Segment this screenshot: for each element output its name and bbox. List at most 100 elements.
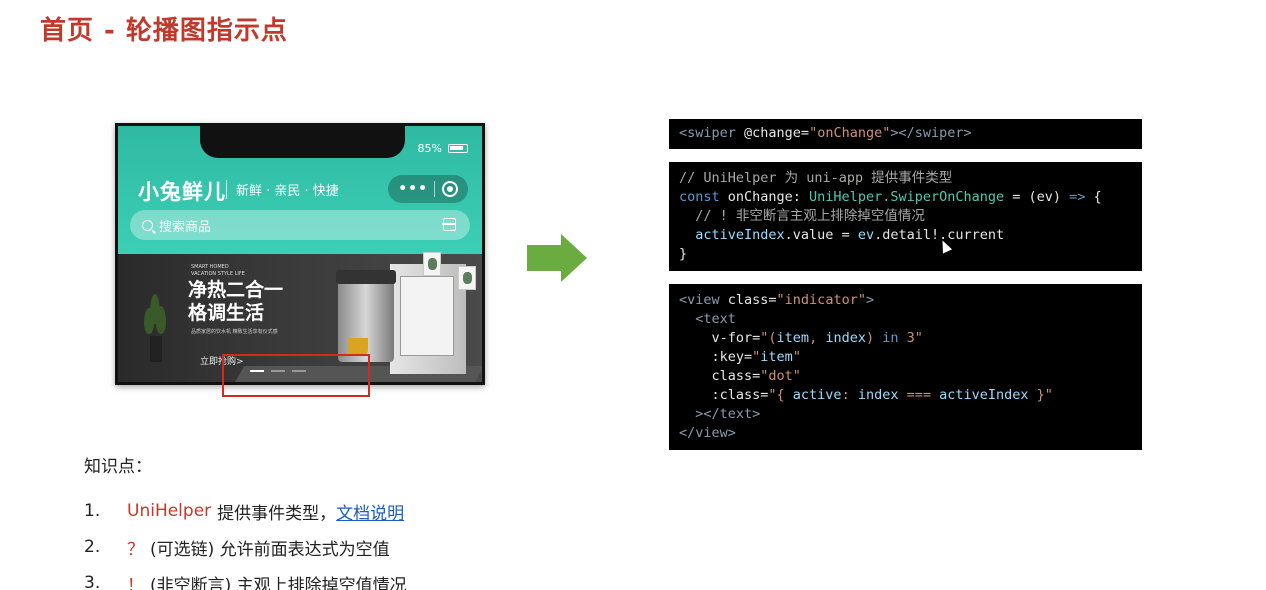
code-token: <swiper <box>679 125 736 141</box>
code-token: class= <box>719 292 777 308</box>
code-line: // ! 非空断言主观上排除掉空值情况 <box>679 208 925 224</box>
phone-screenshot: 85% 小兔鲜儿 新鲜 · 亲民 · 快捷 ••• 搜索商品 SMART HOM… <box>115 123 485 385</box>
wall-picture <box>458 266 476 290</box>
code-token: "( <box>760 330 777 346</box>
code-token: .detail!.current <box>874 227 1005 243</box>
carousel-indicator <box>250 370 306 372</box>
code-token: const <box>679 189 720 205</box>
code-line: } <box>679 246 688 262</box>
status-bar-battery: 85% <box>418 142 468 155</box>
code-token: index <box>857 387 899 403</box>
knowledge-item: 2. ？ (可选链) 允许前面表达式为空值 <box>84 529 407 565</box>
code-token: "dot" <box>760 368 801 384</box>
code-line: <text <box>679 311 736 327</box>
code-token: active <box>792 387 842 403</box>
code-token: @change= <box>735 125 810 141</box>
code-token: onChange: <box>719 189 810 205</box>
banner-headline-line1: 净热二合一 <box>188 279 284 301</box>
slide-title: 首页 - 轮播图指示点 <box>40 16 288 46</box>
plant-pot <box>150 336 162 362</box>
code-token: ) <box>865 330 883 346</box>
arrow-head <box>561 234 587 282</box>
item-number: 1. <box>84 501 101 521</box>
banner-small-text: SMART HOMED VACATION STYLE LIFE <box>191 264 245 277</box>
scan-icon[interactable] <box>442 218 456 231</box>
code-token: in <box>882 330 899 346</box>
banner-subtext: 品质家居的饮水机 精致生活享有仪式感 <box>191 329 278 335</box>
banner-headline: 净热二合一 格调生活 <box>188 279 308 325</box>
code-block-swiper: <swiper @change="onChange"></swiper> <box>669 119 1142 149</box>
code-token: , <box>809 330 826 346</box>
indicator-dot[interactable] <box>292 370 306 372</box>
battery-icon <box>448 144 468 153</box>
more-icon[interactable]: ••• <box>398 181 429 197</box>
indicator-highlight-box <box>222 354 370 397</box>
code-token: index <box>825 330 866 346</box>
knowledge-title: 知识点： <box>84 457 152 477</box>
code-line: class="dot" <box>679 367 1132 386</box>
knowledge-item: 1. UniHelper 提供事件类型， 文档说明 <box>84 493 407 529</box>
banner-buy-link[interactable]: 立即抢购> <box>200 357 244 367</box>
code-line: :key="item" <box>679 348 1132 367</box>
code-token: 3" <box>898 330 923 346</box>
code-token: UniHelper.SwiperOnChange <box>809 189 1005 205</box>
code-line: <view class="indicator"> <box>679 291 1132 310</box>
code-token: :key= <box>679 349 753 365</box>
code-line: :class="{ active: index === activeIndex … <box>679 386 1132 405</box>
code-token: ev <box>857 227 875 243</box>
battery-percent: 85% <box>417 142 442 155</box>
item-highlight: UniHelper <box>127 501 212 521</box>
water-machine-top <box>336 270 396 284</box>
code-token: activeIndex <box>679 227 785 243</box>
code-token: item <box>776 330 810 346</box>
code-token: :class= <box>679 387 769 403</box>
code-line: <swiper @change="onChange"></swiper> <box>679 124 1132 143</box>
appliance-door <box>400 276 454 356</box>
code-line: v-for="(item, index) in 3" <box>679 329 1132 348</box>
code-line: ></text> <box>679 406 761 422</box>
code-block-indicator: <view class="indicator"> <text v-for="(i… <box>669 284 1142 450</box>
code-token: " <box>792 349 801 365</box>
item-text: (可选链) 允许前面表达式为空值 <box>150 539 390 560</box>
plant-leaf <box>150 294 160 324</box>
code-line: const onChange: UniHelper.SwiperOnChange… <box>679 188 1132 207</box>
code-token: ></swiper> <box>890 125 972 141</box>
indicator-dot[interactable] <box>250 370 264 372</box>
indicator-dot[interactable] <box>271 370 285 372</box>
plant-decoration <box>144 294 168 364</box>
search-input[interactable]: 搜索商品 <box>130 210 470 240</box>
code-token: === <box>898 387 940 403</box>
search-icon <box>142 219 153 231</box>
banner-headline-line2: 格调生活 <box>188 302 265 324</box>
knowledge-points: 知识点： 1. UniHelper 提供事件类型， 文档说明 2. ？ (可选链… <box>84 452 407 590</box>
code-token: v-for= <box>679 330 761 346</box>
code-token: class= <box>679 368 761 384</box>
code-token: " <box>752 349 761 365</box>
arrow-shaft <box>527 245 561 271</box>
code-token: }" <box>1028 387 1053 403</box>
code-token: : <box>841 387 858 403</box>
code-token: = (ev) <box>1004 189 1070 205</box>
app-slogan: 新鲜 · 亲民 · 快捷 <box>226 180 339 199</box>
item-highlight: ！ <box>127 575 144 590</box>
code-line: </view> <box>679 425 736 441</box>
carousel-banner[interactable]: SMART HOMED VACATION STYLE LIFE 净热二合一 格调… <box>118 252 482 382</box>
miniprogram-capsule[interactable]: ••• <box>388 175 468 203</box>
code-token: "indicator" <box>776 292 866 308</box>
tea-cup-image <box>348 338 368 356</box>
code-token: item <box>760 349 793 365</box>
plant-leaf <box>144 308 154 334</box>
code-token: "{ <box>768 387 793 403</box>
code-token: activeIndex <box>939 387 1029 403</box>
code-line: activeIndex.value = ev.detail!.current <box>679 226 1132 245</box>
target-icon[interactable] <box>441 181 458 197</box>
item-highlight: ？ <box>127 539 144 560</box>
code-token: <view <box>679 292 720 308</box>
item-number: 2. <box>84 537 101 557</box>
search-placeholder: 搜索商品 <box>159 219 212 235</box>
code-token: .value = <box>784 227 858 243</box>
code-token: "onChange" <box>809 125 891 141</box>
docs-link[interactable]: 文档说明 <box>336 503 405 524</box>
code-token: > <box>865 292 875 308</box>
